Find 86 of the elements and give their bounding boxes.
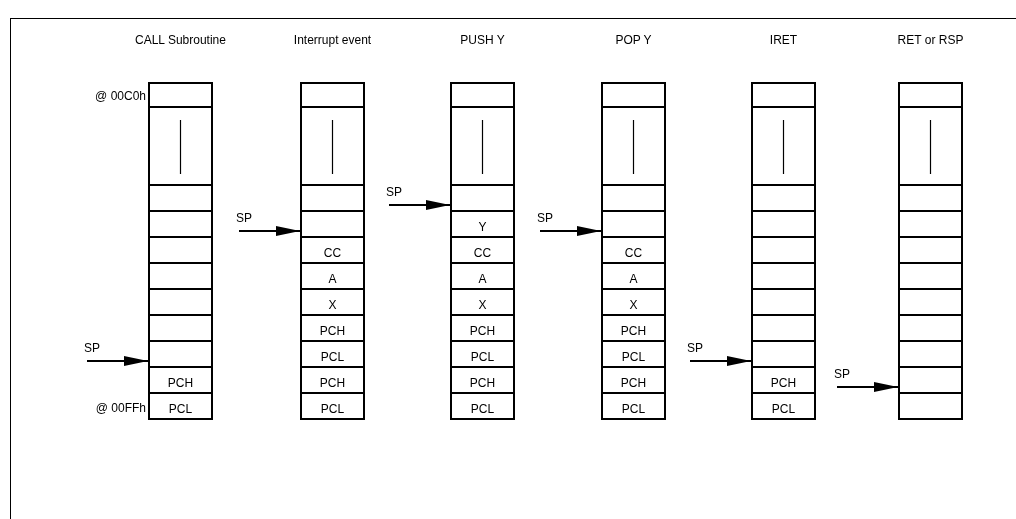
stack-cell: PCL [450, 394, 515, 420]
stack-cell: PCH [450, 368, 515, 394]
stack-cell [148, 82, 213, 108]
stack-cell [898, 394, 963, 420]
stack-cell [148, 186, 213, 212]
stack-cell: PCH [751, 368, 816, 394]
stack-cell [148, 238, 213, 264]
stack-cell: PCH [601, 316, 666, 342]
pointer-label: SP [537, 211, 553, 225]
stack-cell: X [300, 290, 365, 316]
stack-cell [751, 316, 816, 342]
stack-heading: POP Y [614, 33, 653, 47]
stack-cell [601, 108, 666, 186]
stack-cell: CC [601, 238, 666, 264]
stack-cell: PCH [300, 368, 365, 394]
pointer-label: SP [84, 341, 100, 355]
stack-cell [898, 82, 963, 108]
stack-cell [751, 264, 816, 290]
stack-cell: Y [450, 212, 515, 238]
stack-cell [300, 82, 365, 108]
pointer-label: SP [687, 341, 703, 355]
stack-cell: X [601, 290, 666, 316]
stack-cell [601, 186, 666, 212]
address-label: @ 00FFh [95, 401, 146, 415]
stack-cell [751, 212, 816, 238]
stack-cell [601, 212, 666, 238]
stack-cell: A [300, 264, 365, 290]
stack-heading: Interrupt event [292, 33, 373, 47]
pointer-arrow [689, 356, 752, 366]
stack-cell [898, 264, 963, 290]
stack-cell [148, 342, 213, 368]
pointer-arrow [238, 226, 301, 236]
stack-cell [300, 108, 365, 186]
stack-cell [450, 108, 515, 186]
stack-cell [898, 238, 963, 264]
address-label: @ 00C0h [95, 89, 146, 103]
stack-cell: PCL [148, 394, 213, 420]
stack-cell: A [450, 264, 515, 290]
stack-cell [898, 186, 963, 212]
stack-cell: PCL [300, 342, 365, 368]
stack-cell [148, 290, 213, 316]
stack-cell [601, 82, 666, 108]
stack-cell: CC [300, 238, 365, 264]
pointer-label: SP [236, 211, 252, 225]
stack-cell [898, 342, 963, 368]
stack-cell [751, 290, 816, 316]
pointer-arrow [86, 356, 149, 366]
stack-cell [898, 316, 963, 342]
stack-cell: PCL [300, 394, 365, 420]
pointer-arrow [836, 382, 899, 392]
stack-heading: RET or RSP [896, 33, 965, 47]
stack-cell [898, 290, 963, 316]
stack-cell [898, 212, 963, 238]
stack-cell [450, 82, 515, 108]
stack-cell: A [601, 264, 666, 290]
stack-cell [751, 82, 816, 108]
stack-cell [898, 368, 963, 394]
stack-cell [300, 212, 365, 238]
pointer-label: SP [834, 367, 850, 381]
stack-cell: PCL [751, 394, 816, 420]
stack-cell: PCL [601, 394, 666, 420]
stack-cell [300, 186, 365, 212]
stack-cell [450, 186, 515, 212]
stack-cell: PCH [450, 316, 515, 342]
stack-cell [148, 108, 213, 186]
pointer-arrow [539, 226, 602, 236]
stack-cell [898, 108, 963, 186]
stack-cell [148, 212, 213, 238]
pointer-arrow [388, 200, 451, 210]
stack-cell [148, 316, 213, 342]
stack-cell [751, 186, 816, 212]
stack-heading: IRET [768, 33, 799, 47]
stack-cell [751, 238, 816, 264]
stack-cell: PCL [450, 342, 515, 368]
stack-heading: PUSH Y [459, 33, 506, 47]
stack-cell: PCL [601, 342, 666, 368]
stack-cell: X [450, 290, 515, 316]
stack-cell [751, 342, 816, 368]
stack-heading: CALL Subroutine [134, 33, 227, 47]
stack-cell: PCH [300, 316, 365, 342]
stack-cell: CC [450, 238, 515, 264]
pointer-label: SP [386, 185, 402, 199]
stack-cell: PCH [148, 368, 213, 394]
stack-cell: PCH [601, 368, 666, 394]
stack-cell [751, 108, 816, 186]
stack-cell [148, 264, 213, 290]
